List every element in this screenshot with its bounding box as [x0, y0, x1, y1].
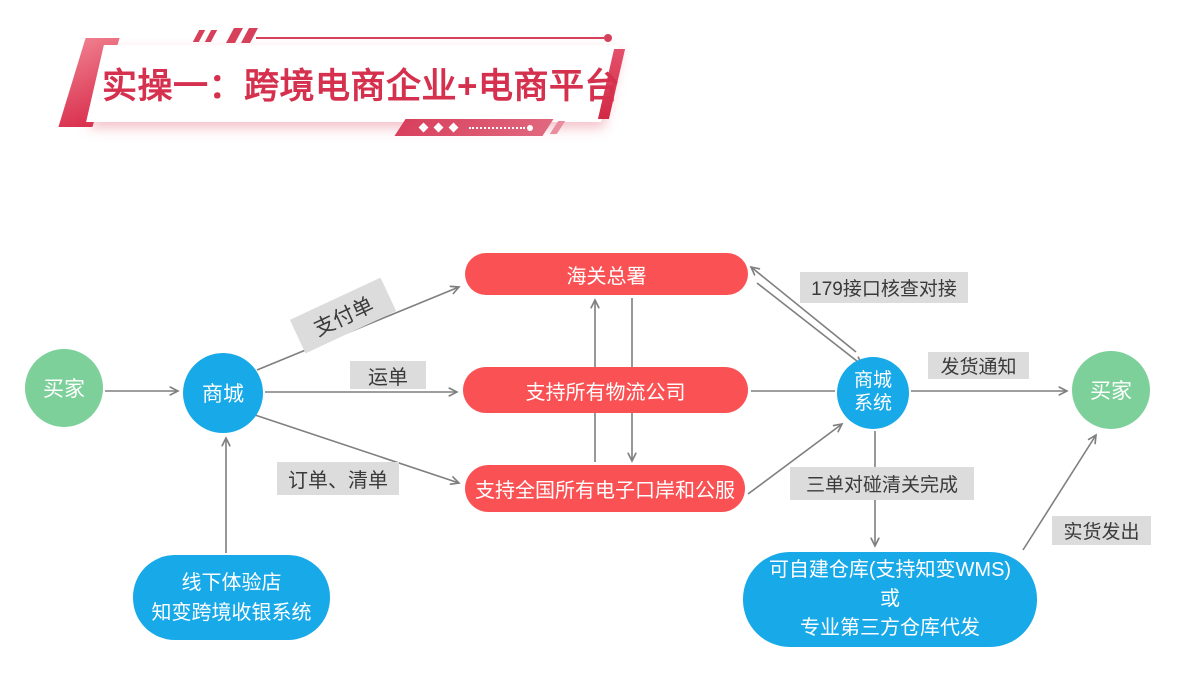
edge-label-goods-out: 实货发出 — [1052, 516, 1151, 545]
node-label: 知变跨境收银系统 — [151, 601, 312, 624]
node-label: 买家 — [43, 378, 85, 401]
node-mall: 商城 — [183, 353, 263, 433]
node-label: 买家 — [1090, 380, 1132, 403]
decor-line — [256, 37, 604, 39]
node-label: 支持全国所有电子口岸和公服 — [475, 480, 735, 502]
decor-line-dot — [604, 34, 612, 42]
node-label: 海关总署 — [566, 265, 647, 288]
edge-label-waybill: 运单 — [350, 361, 426, 389]
node-label: 系统 — [853, 393, 892, 414]
edge-label-ship-notice: 发货通知 — [928, 352, 1029, 379]
node-logistics: 支持所有物流公司 — [463, 367, 748, 413]
arrow-customs-to-mallsystem — [756, 282, 862, 365]
node-eport: 支持全国所有电子口岸和公服 — [465, 465, 745, 512]
node-offline-store: 线下体验店 知变跨境收银系统 — [133, 555, 330, 640]
diamond-icon — [433, 122, 443, 133]
node-label: 可自建仓库(支持知变WMS) — [768, 559, 1012, 581]
arrow-mall-to-eport — [254, 414, 459, 483]
edge-label-three-match: 三单对碰清关完成 — [790, 467, 974, 500]
edge-label-interface-check: 179接口核查对接 — [800, 272, 968, 303]
node-label: 支持所有物流公司 — [525, 381, 686, 404]
arrow-eport-to-mallsystem — [747, 424, 842, 495]
node-warehouse: 可自建仓库(支持知变WMS) 或 专业第三方仓库代发 — [743, 552, 1037, 647]
arrow-mallsystem-to-customs — [751, 267, 857, 353]
node-buyer-right: 买家 — [1072, 351, 1150, 429]
decor-ribbon-inner — [416, 122, 533, 133]
decor-dashed-line — [468, 126, 525, 129]
node-label: 商城 — [853, 370, 892, 392]
node-label: 线下体验店 — [181, 571, 282, 594]
diamond-icon — [448, 122, 458, 133]
node-customs: 海关总署 — [465, 253, 748, 295]
node-mall-system: 商城 系统 — [837, 357, 909, 429]
node-label: 专业第三方仓库代发 — [800, 617, 980, 639]
diamond-icon — [418, 122, 428, 133]
decor-ribbon-dot — [526, 124, 533, 131]
edge-label-order-list: 订单、清单 — [277, 462, 399, 495]
page-title: 实操一：跨境电商企业+电商平台 — [102, 67, 620, 106]
node-label: 商城 — [202, 383, 244, 406]
arrow-warehouse-to-buyer — [1022, 435, 1096, 551]
decor-ribbon — [394, 119, 554, 136]
node-buyer-left: 买家 — [25, 349, 103, 427]
node-label: 或 — [880, 588, 900, 610]
